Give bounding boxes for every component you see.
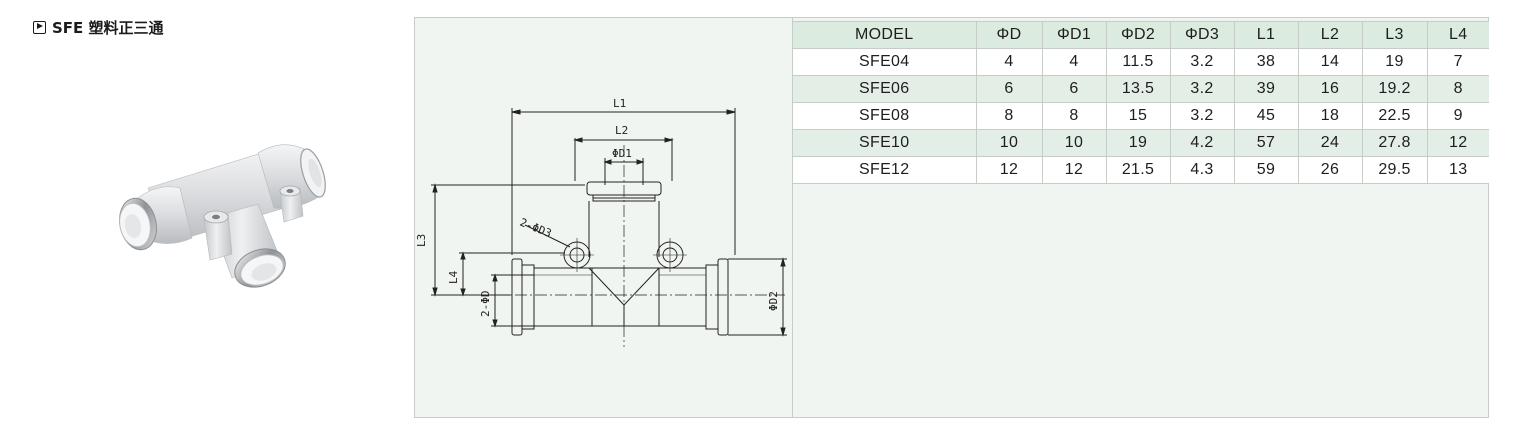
table-cell: 3.2 (1169, 75, 1235, 103)
table-cell: 8 (1426, 75, 1489, 103)
table-cell: 57 (1233, 129, 1299, 157)
table-cell: 11.5 (1105, 48, 1171, 76)
dim-label-d2: ΦD2 (767, 291, 780, 311)
col-header: ΦD1 (1041, 21, 1107, 49)
table-header-row: MODEL ΦD ΦD1 ΦD2 ΦD3 L1 L2 L3 L4 (793, 21, 1489, 49)
table-cell: 39 (1233, 75, 1299, 103)
table-cell: 15 (1105, 102, 1171, 130)
table-cell: 19.2 (1361, 75, 1428, 103)
dim-d2: ΦD2 (728, 257, 787, 337)
product-title: SFE 塑料正三通 (33, 17, 164, 37)
table-cell: 4.3 (1169, 156, 1235, 184)
panel-divider (792, 17, 793, 418)
table-cell: 29.5 (1361, 156, 1428, 184)
table-row: SFE06 6 6 13.5 3.2 39 16 19.2 8 (793, 75, 1489, 103)
dim-l4: L4 (447, 251, 565, 297)
dim-d: 2-ΦD (479, 273, 534, 328)
table-cell: SFE06 (793, 75, 977, 103)
table-cell: 4.2 (1169, 129, 1235, 157)
table-cell: 8 (1041, 102, 1107, 130)
product-title-text: SFE 塑料正三通 (52, 18, 164, 37)
table-cell: 13 (1426, 156, 1489, 184)
table-row: SFE08 8 8 15 3.2 45 18 22.5 9 (793, 102, 1489, 130)
table-cell: 18 (1297, 102, 1363, 130)
table-cell: 26 (1297, 156, 1363, 184)
dim-label-d3: 2-ΦD3 (518, 216, 554, 240)
table-row: SFE12 12 12 21.5 4.3 59 26 29.5 13 (793, 156, 1489, 184)
dim-label-l3: L3 (415, 234, 428, 247)
table-cell: 8 (975, 102, 1043, 130)
table-cell: 3.2 (1169, 102, 1235, 130)
table-cell: 45 (1233, 102, 1299, 130)
table-cell: 7 (1426, 48, 1489, 76)
dim-l3: L3 (415, 183, 585, 297)
col-header: ΦD (975, 21, 1043, 49)
col-header: L2 (1297, 21, 1363, 49)
spec-table: MODEL ΦD ΦD1 ΦD2 ΦD3 L1 L2 L3 L4 SFE04 4… (793, 21, 1489, 184)
col-header: MODEL (793, 21, 977, 49)
table-cell: 12 (1426, 129, 1489, 157)
table-cell: 19 (1105, 129, 1171, 157)
table-cell: 24 (1297, 129, 1363, 157)
table-cell: 13.5 (1105, 75, 1171, 103)
technical-drawing: L1 L2 ΦD1 2-ΦD3 (415, 97, 787, 347)
col-header: L4 (1426, 21, 1489, 49)
table-cell: SFE10 (793, 129, 977, 157)
dim-l2: L2 (573, 124, 674, 181)
table-cell: 9 (1426, 102, 1489, 130)
table-cell: 27.8 (1361, 129, 1428, 157)
table-row: SFE04 4 4 11.5 3.2 38 14 19 7 (793, 48, 1489, 76)
dim-label-l2: L2 (615, 124, 628, 137)
product-photo (119, 144, 326, 288)
table-cell: 12 (1041, 156, 1107, 184)
table-cell: 59 (1233, 156, 1299, 184)
table-cell: 21.5 (1105, 156, 1171, 184)
play-square-icon (33, 20, 46, 34)
table-cell: 14 (1297, 48, 1363, 76)
table-cell: SFE12 (793, 156, 977, 184)
table-cell: 16 (1297, 75, 1363, 103)
table-cell: 6 (975, 75, 1043, 103)
table-cell: 38 (1233, 48, 1299, 76)
dim-label-d1: ΦD1 (612, 147, 632, 160)
table-cell: 10 (1041, 129, 1107, 157)
table-cell: 4 (1041, 48, 1107, 76)
dim-label-d: 2-ΦD (479, 291, 492, 318)
col-header: ΦD2 (1105, 21, 1171, 49)
table-cell: 10 (975, 129, 1043, 157)
col-header: L1 (1233, 21, 1299, 49)
table-cell: 19 (1361, 48, 1428, 76)
table-cell: 12 (975, 156, 1043, 184)
table-cell: 4 (975, 48, 1043, 76)
table-cell: 6 (1041, 75, 1107, 103)
dim-label-l4: L4 (447, 270, 460, 284)
dim-label-l1: L1 (613, 97, 626, 110)
table-cell: 22.5 (1361, 102, 1428, 130)
table-row: SFE10 10 10 19 4.2 57 24 27.8 12 (793, 129, 1489, 157)
col-header: ΦD3 (1169, 21, 1235, 49)
col-header: L3 (1361, 21, 1428, 49)
table-cell: 3.2 (1169, 48, 1235, 76)
table-cell: SFE04 (793, 48, 977, 76)
table-cell: SFE08 (793, 102, 977, 130)
dim-l1: L1 (511, 97, 736, 255)
